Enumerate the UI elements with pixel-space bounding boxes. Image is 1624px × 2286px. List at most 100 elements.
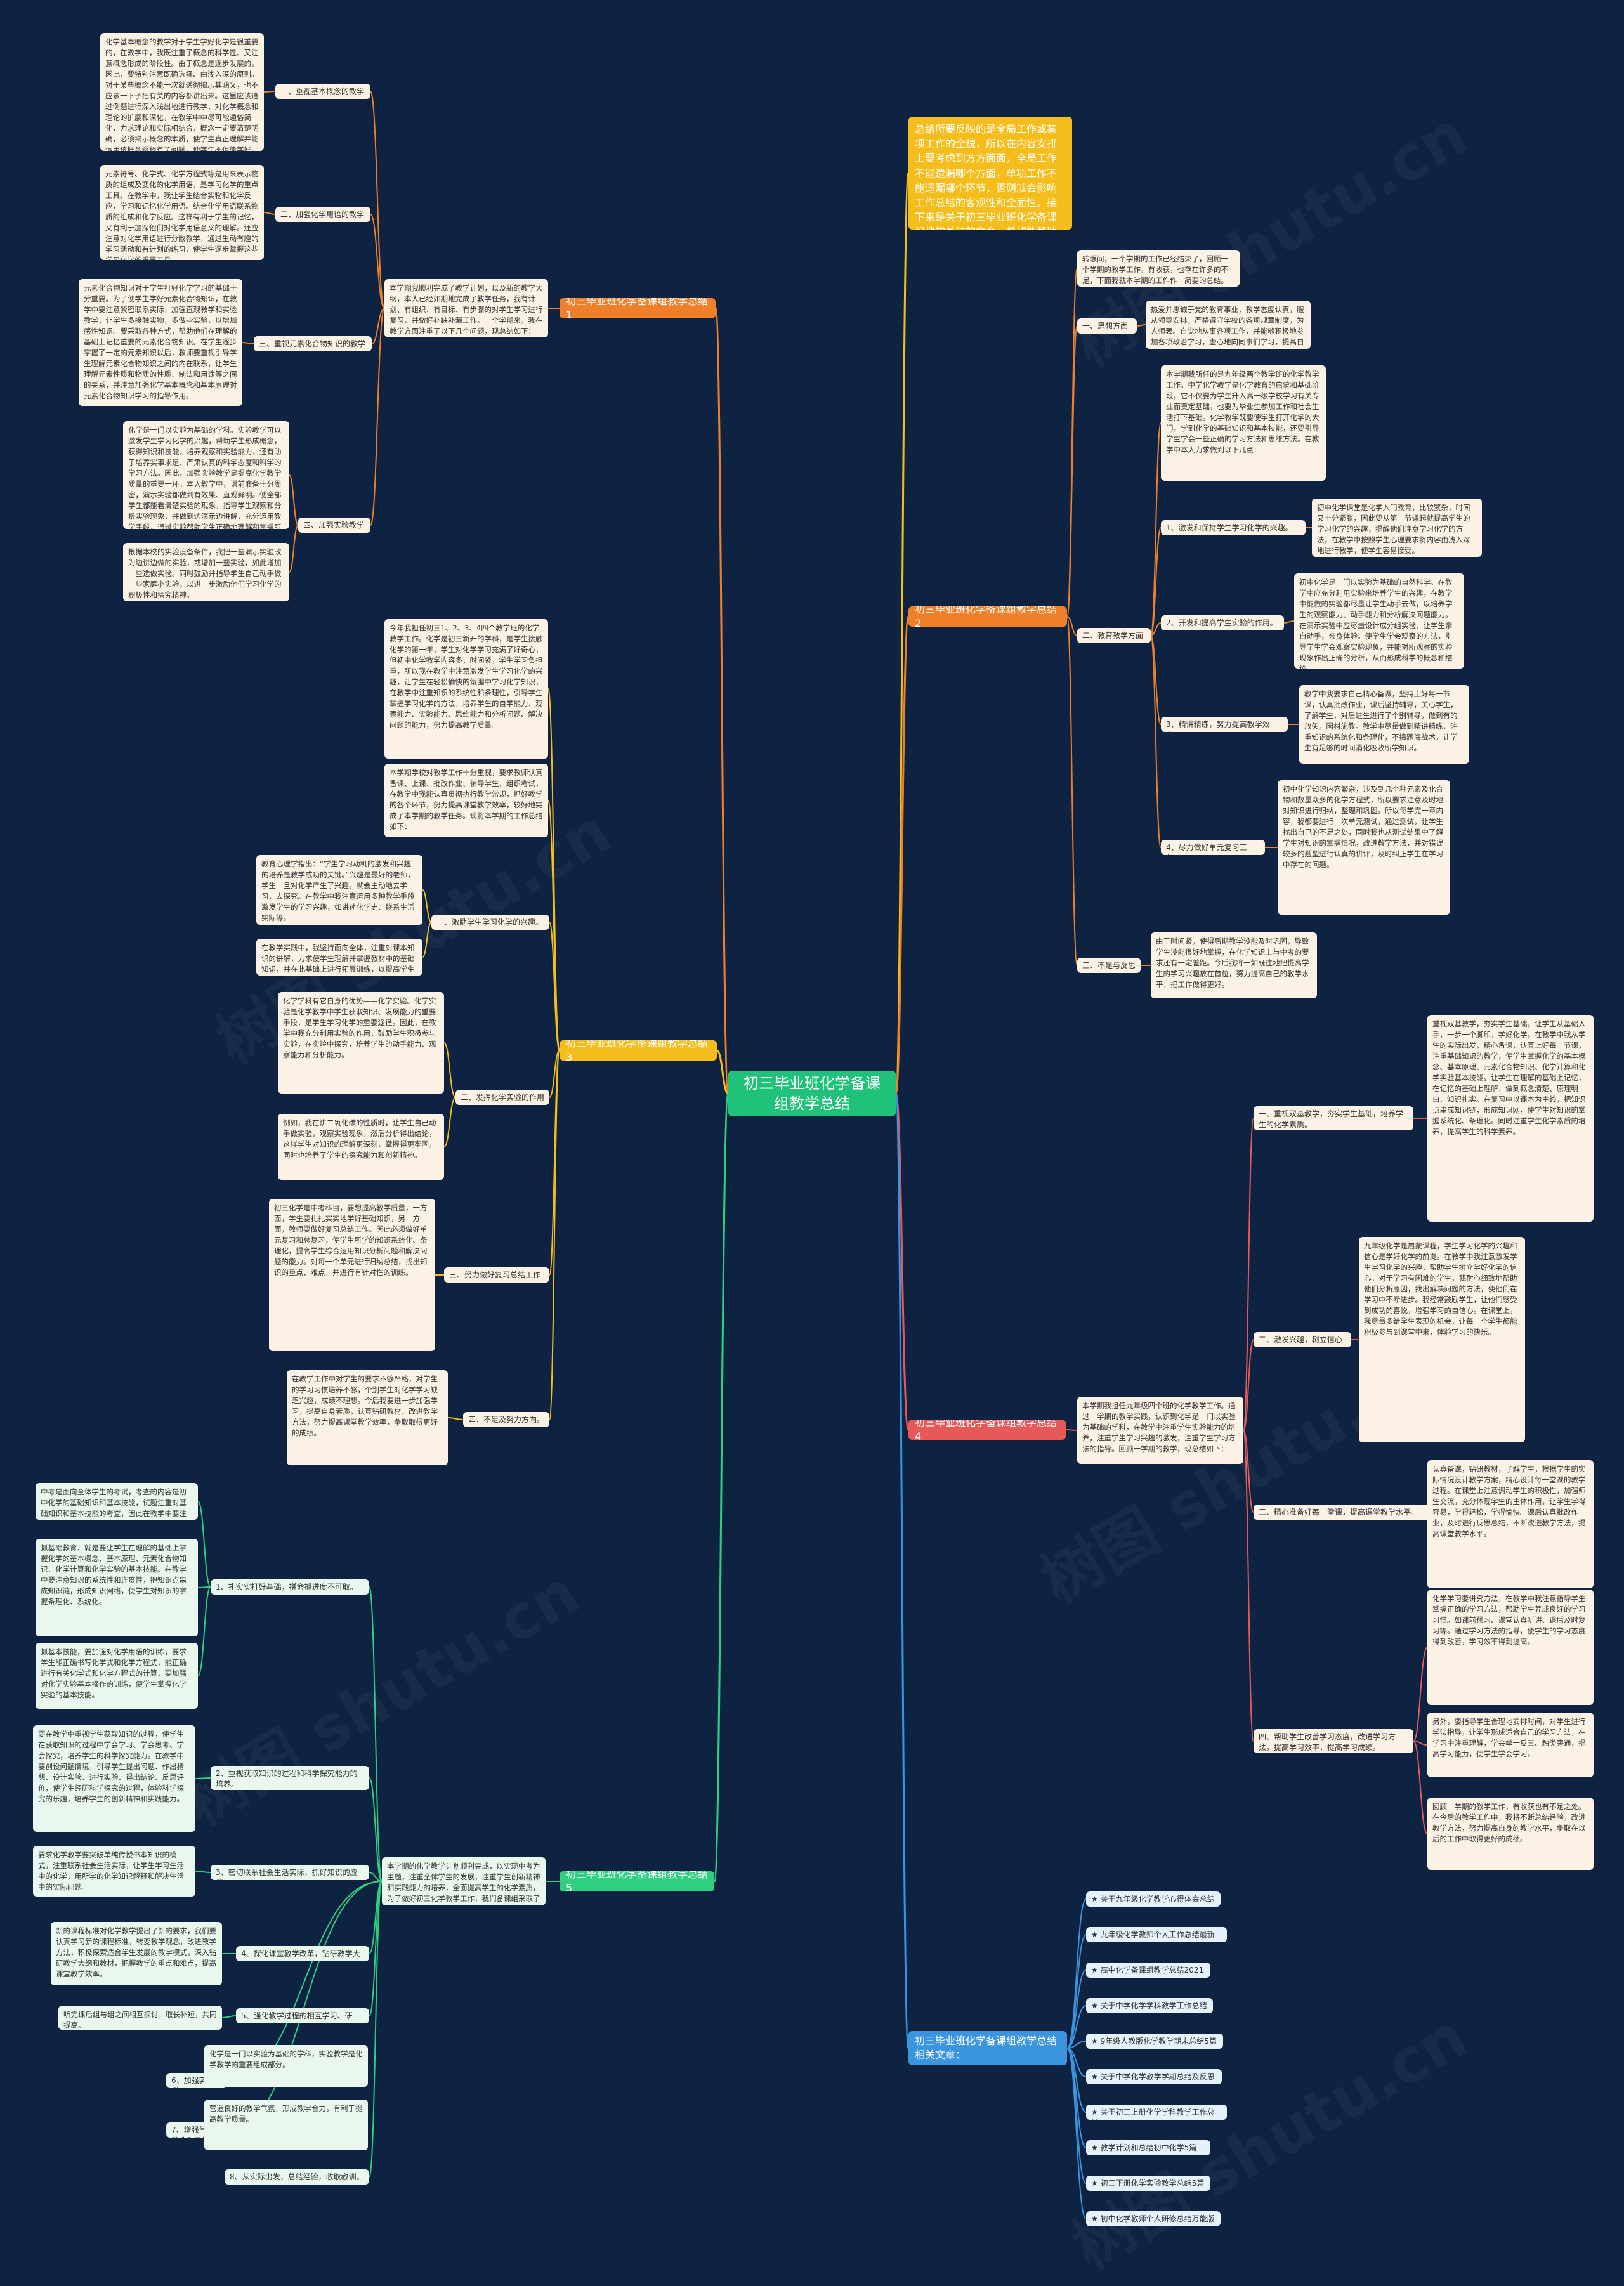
branch-5-sub-1-detail-3: 抓基本技能，要加强对化学用语的训练，要求学生能正确书写化学式和化学方程式，能正确… xyxy=(36,1643,198,1709)
connector-line xyxy=(894,615,910,1095)
connector-line xyxy=(1243,1118,1254,1431)
connector-line xyxy=(549,922,560,1051)
branch-4-sub-1-detail: 重视双基教学，夯实学生基础，让学生从基础入手，一步一个脚印，学好化学。在教学中我… xyxy=(1427,1015,1594,1222)
branch-5-sub-5[interactable]: 5、强化教学过程的相互学习、研讨。 xyxy=(236,2008,369,2023)
connector-line xyxy=(1066,2048,1087,2184)
branch-5[interactable]: 初三毕业班化学备课组教学总结5 xyxy=(560,1871,714,1891)
branch-2-item-3[interactable]: 3、精讲精练，努力提高教学效率。 xyxy=(1161,717,1288,732)
branch-2-sub-1[interactable]: 一、思想方面 xyxy=(1077,318,1137,334)
branch-4-sub-3-detail: 认真备课，钻研教材，了解学生，根据学生的实际情况设计教学方案，精心设计每一堂课的… xyxy=(1427,1460,1594,1588)
connector-line xyxy=(1150,635,1162,725)
connector-line xyxy=(443,1097,456,1147)
branch-3-sub-4[interactable]: 四、不足及努力方向。 xyxy=(463,1412,549,1427)
related-article-link[interactable]: ★ 初三下册化学实验教学总结5篇 xyxy=(1086,2176,1210,2191)
branch-4[interactable]: 初三毕业班化学备课组教学总结4 xyxy=(908,1420,1066,1440)
branch-5-intro: 本学期的化学教学计划顺利完成，以实现中考为主题，注重全体学生的发展，注重学生创新… xyxy=(382,1857,546,1905)
connector-line xyxy=(1136,324,1146,327)
branch-1-sub-1[interactable]: 一、重视基本概念的教学 xyxy=(275,84,370,99)
branch-5-sub-4[interactable]: 4、探化课堂教学改革，钻研教学大纲。 xyxy=(236,1946,369,1961)
branch-5-sub-1-detail-2: 抓基础教育，就是要让学生在理解的基础上掌握化学的基本概念、基本原理、元素化合物知… xyxy=(36,1539,198,1636)
branch-6-related-articles[interactable]: 初三毕业班化学备课组教学总结相关文章： xyxy=(908,2031,1067,2065)
branch-4-sub-2-detail: 九年级化学是启蒙课程，学生学习化学的兴趣和信心是学好化学的前提。在教学中我注意激… xyxy=(1359,1237,1525,1442)
connector-line xyxy=(1066,616,1078,966)
branch-4-sub-3[interactable]: 三、精心准备好每一堂课，提高课堂教学水平。 xyxy=(1254,1505,1434,1520)
connector-line xyxy=(370,308,385,526)
connector-line xyxy=(226,1881,383,2131)
connector-line xyxy=(369,1881,383,2016)
connector-line xyxy=(263,91,276,93)
branch-3-sub-2-detail-2: 例如，我在讲二氧化碳的性质时，让学生自己动手做实验，观察实验现象，然后分析得出结… xyxy=(278,1114,444,1180)
branch-2-sub-2[interactable]: 二、教育教学方面 xyxy=(1077,628,1151,643)
branch-2-item-4[interactable]: 4、尽力做好单元复习工作。 xyxy=(1161,840,1265,855)
related-article-link[interactable]: ★ 关于中学化学教学学期总结及反思 xyxy=(1086,2069,1222,2084)
branch-2[interactable]: 初三毕业班化学备课组教学总结2 xyxy=(908,606,1067,627)
branch-5-sub-2[interactable]: 2、重视获取知识的过程和科学探究能力的培养。 xyxy=(211,1766,369,1790)
connector-line xyxy=(547,688,560,1051)
root-topic[interactable]: 初三毕业班化学备课组教学总结 xyxy=(728,1071,896,1116)
branch-3-sub-2[interactable]: 二、发挥化学实验的作用 xyxy=(455,1090,549,1105)
related-article-link[interactable]: ★ 初中化学教师个人研修总结万能版 xyxy=(1086,2211,1221,2226)
branch-5-sub-8[interactable]: 8、从实际出发，总结经验，收取教训。 xyxy=(225,2169,369,2185)
branch-3[interactable]: 初三毕业班化学备课组教学总结3 xyxy=(560,1040,717,1061)
connector-line xyxy=(1150,527,1162,636)
connector-line xyxy=(1150,622,1162,636)
branch-2-sub-3-detail: 由于时间紧，使得后期教学没能及时巩固，导致学生没能很好地掌握，在化学知识上与中考… xyxy=(1151,932,1317,998)
branch-4-sub-4-detail: 化学学习要讲究方法，在教学中我注意指导学生掌握正确的学习方法，帮助学生养成良好的… xyxy=(1427,1590,1594,1705)
connector-line xyxy=(894,1092,910,2049)
related-article-link[interactable]: ★ 九年级化学教师个人工作总结最新版 xyxy=(1086,1927,1227,1942)
branch-4-sub-4-detail-3: 回顾一学期的教学工作，有收获也有不足之处。在今后的教学工作中，我将不断总结经验，… xyxy=(1427,1798,1594,1870)
connector-line xyxy=(1413,1741,1428,1834)
connector-line xyxy=(1150,635,1162,848)
branch-4-intro: 本学期我担任九年级四个班的化学教学工作。通过一学期的教学实践，认识到化学是一门以… xyxy=(1077,1397,1243,1464)
connector-line xyxy=(447,1417,464,1420)
branch-5-sub-1[interactable]: 1、扎实实打好基础，拼命抓进度不可取。 xyxy=(211,1579,369,1595)
branch-2-item-2-detail: 初中化学是一门以实验为基础的自然科学。在教学中应充分利用实验来培养学生的兴趣，在… xyxy=(1294,573,1464,669)
branch-5-sub-3[interactable]: 3、密切联系社会生活实际，抓好知识的应用。 xyxy=(211,1865,369,1880)
branch-3-sub-1-detail: 教育心理学指出：“学生学习动机的激发和兴趣的培养是教学成功的关键。”兴趣是最好的… xyxy=(256,855,422,925)
connector-line xyxy=(289,474,299,526)
branch-3-sub-3-detail: 初三化学是中考科目，要想提高教学质量，一方面，学生要扎扎实实地学好基础知识，另一… xyxy=(269,1199,435,1351)
connector-line xyxy=(197,1501,211,1588)
branch-3-sub-1[interactable]: 一、激励学生学习化学的兴趣。 xyxy=(431,915,549,930)
branch-2-item-1[interactable]: 1、激发和保持学生学习化学的兴趣。 xyxy=(1161,520,1306,535)
connector-line xyxy=(197,1586,211,1676)
related-article-link[interactable]: ★ 高中化学备课组教学总结2021 xyxy=(1086,1963,1210,1978)
connector-line xyxy=(263,212,276,215)
connector-line xyxy=(371,308,385,344)
branch-4-sub-4[interactable]: 四、帮助学生改善学习态度，改进学习方法，提高学习效率，提高学习成绩。 xyxy=(1254,1729,1413,1753)
branch-4-sub-1[interactable]: 一、重视双基教学，夯实学生基础，培养学生的化学素质。 xyxy=(1254,1106,1413,1130)
branch-1-intro: 本学期我顺利完成了教学计划，以及新的教学大纲，本人已经如期地完成了教学任务，我有… xyxy=(384,279,548,337)
connector-line xyxy=(1243,1430,1254,1742)
connector-line xyxy=(369,1777,383,1882)
connector-line xyxy=(549,1050,560,1098)
branch-5-sub-7-detail: 营造良好的教学气氛，形成教学合力，有利于提高教学质量。 xyxy=(204,2100,368,2150)
branch-2-sub-3[interactable]: 三、不足与反思 xyxy=(1077,958,1141,973)
branch-1-sub-3[interactable]: 三、重视元素化合物知识的教学 xyxy=(254,336,372,351)
branch-1-sub-1-detail: 化学基本概念的教学对于学生学好化学是很重要的，在教学中，我既注重了概念的科学性、… xyxy=(100,33,264,151)
branch-5-sub-2-detail: 要在教学中重视学生获取知识的过程，使学生在获取知识的过程中学会学习、学会思考、学… xyxy=(33,1725,195,1832)
branch-2-item-1-detail: 初中化学课堂是化学入门教育，比较繁杂，时间又十分紧张，因此要从第一节课起就提高学… xyxy=(1312,499,1482,557)
branch-2-item-4-detail: 初中化学知识内容繁杂，涉及到几个种元素及化合物和数量众多的化学方程式，所以要求注… xyxy=(1278,780,1450,915)
related-article-link[interactable]: ★ 教学计划和总结初中化学5篇 xyxy=(1086,2140,1210,2155)
branch-1-sub-2-detail: 元素符号、化学式、化学方程式等是用来表示物质的组成及变化的化学用语，是学习化学的… xyxy=(100,165,264,260)
branch-2-item-2[interactable]: 2、开发和提高学生实验的作用。 xyxy=(1161,615,1284,630)
related-article-link[interactable]: ★ 9年级人教版化学教学期末总结5篇 xyxy=(1086,2034,1223,2049)
summary-note[interactable]: 总结所要反映的是全局工作或某项工作的全貌，所以在内容安排上要考虑到方方面面，全局… xyxy=(908,117,1072,230)
branch-4-sub-2[interactable]: 二、激发兴趣，树立信心 xyxy=(1254,1332,1351,1347)
connector-line xyxy=(422,922,432,958)
branch-3-sub-2-detail: 化学学科有它自身的优势——化学实验。化学实验是化学教学中学生获取知识、发展能力的… xyxy=(278,992,444,1094)
branch-1-sub-2[interactable]: 二、加强化学用语的教学 xyxy=(275,207,370,222)
branch-5-sub-5-detail: 听完课后组与组之间相互探讨，取长补短，共同提高。 xyxy=(58,2006,222,2030)
related-article-link[interactable]: ★ 关于初三上册化学学科教学工作总结 xyxy=(1086,2105,1227,2120)
branch-1-sub-4-detail: 化学是一门以实验为基础的学科。实验教学可以激发学生学习化学的兴趣，帮助学生形成概… xyxy=(123,421,289,529)
connector-line xyxy=(713,1092,730,1883)
branch-2-item-3-detail: 教学中我要求自己精心备课，坚持上好每一节课，认真批改作业，课后坚持辅导，关心学生… xyxy=(1299,685,1469,764)
branch-1[interactable]: 初三毕业班化学备课组教学总结1 xyxy=(560,298,716,318)
related-article-link[interactable]: ★ 关于九年级化学教学心得体会总结 xyxy=(1086,1891,1221,1907)
branch-3-sub-3[interactable]: 三、努力做好复习总结工作 xyxy=(444,1267,549,1283)
related-article-link[interactable]: ★ 关于中学化学学科教学工作总结 xyxy=(1086,1998,1213,2013)
branch-1-sub-4[interactable]: 四、加强实验教学 xyxy=(298,518,370,533)
connector-line xyxy=(369,1586,383,1882)
connector-line xyxy=(1283,620,1295,624)
